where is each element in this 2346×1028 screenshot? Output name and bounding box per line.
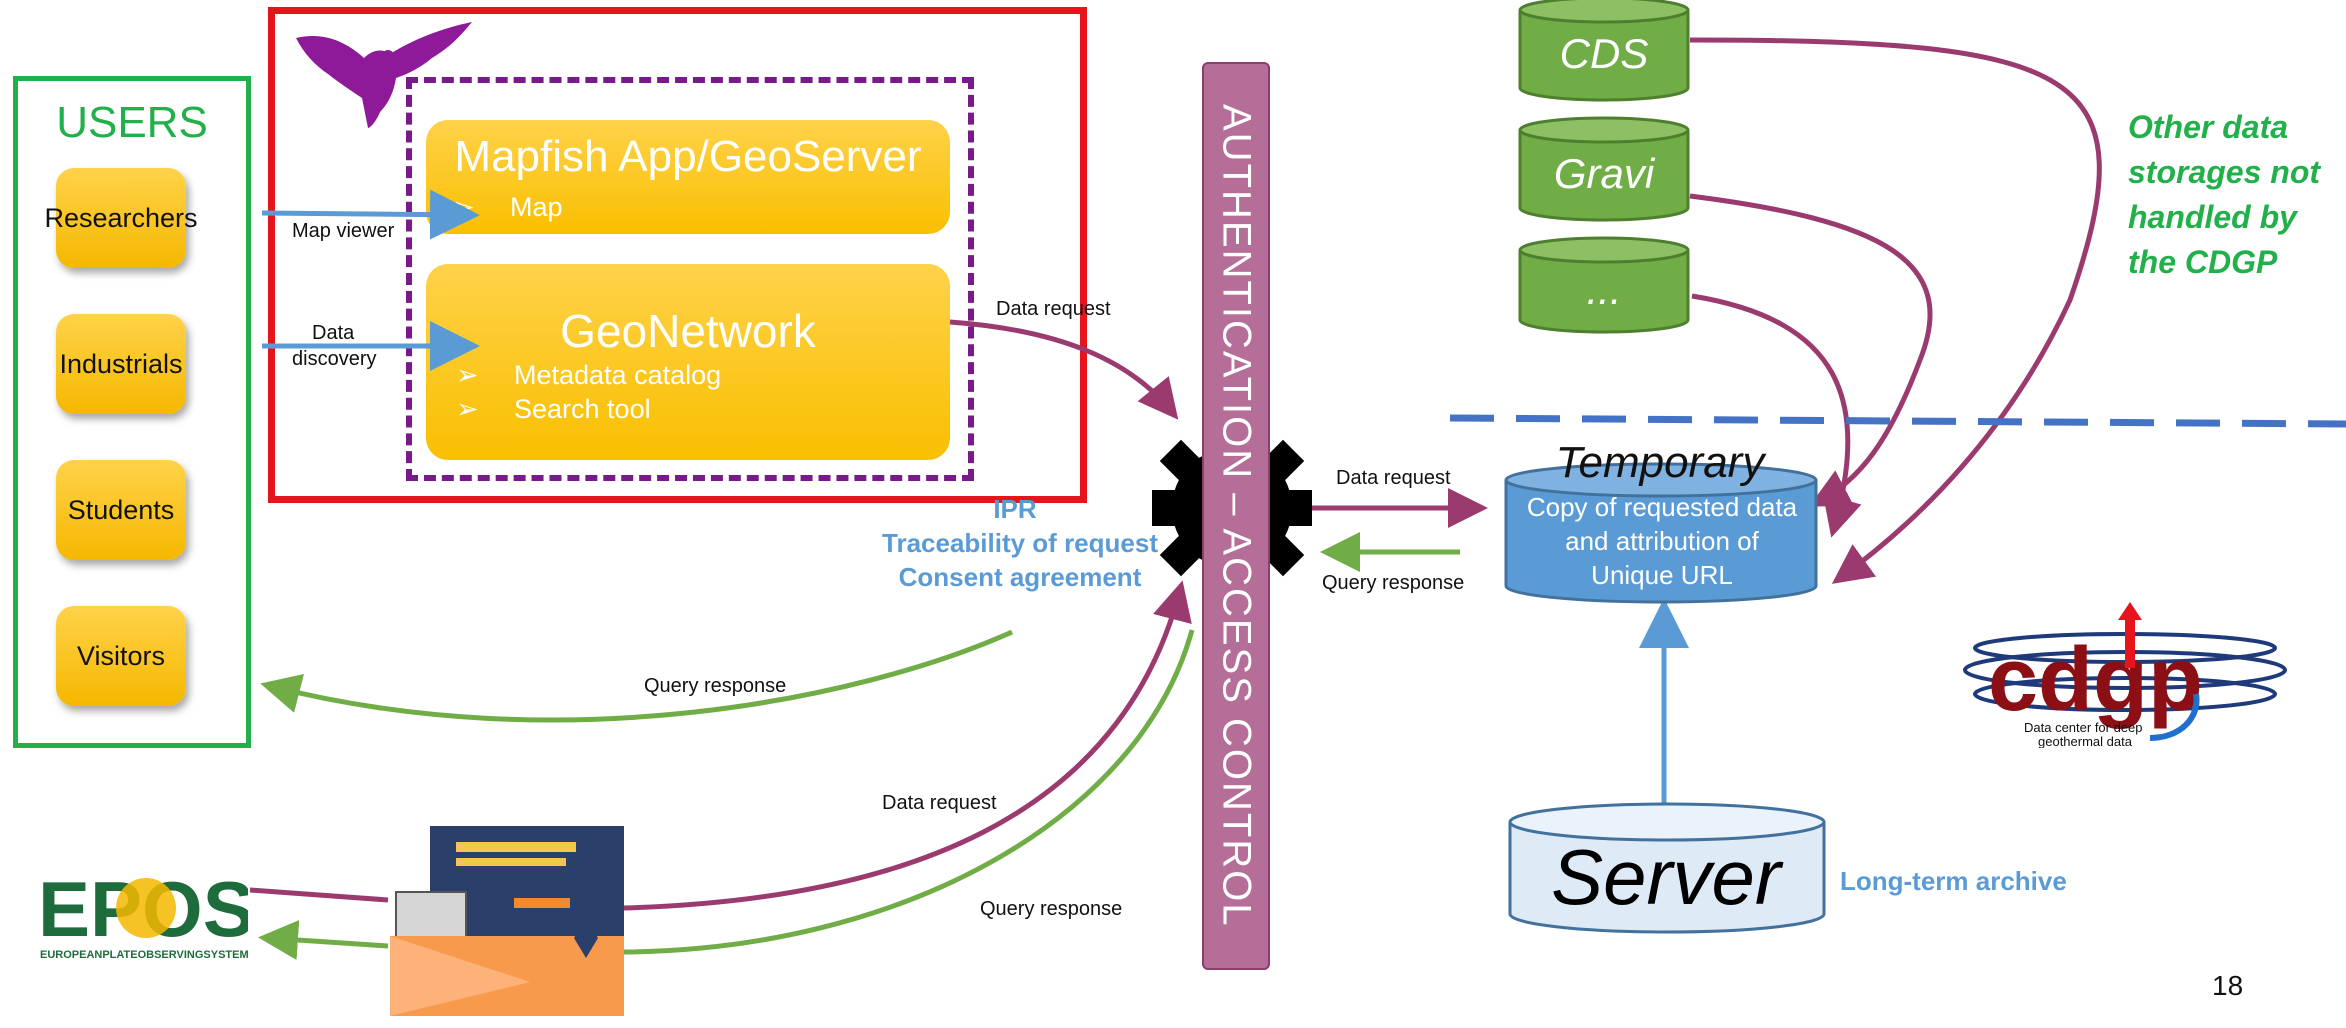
temporary-storage-icon: [1504, 462, 1818, 604]
temporary-title: Temporary: [1555, 438, 1765, 487]
server-title: Server: [1551, 833, 1781, 921]
data-request-label-2: Data request: [1336, 467, 1451, 489]
other-storages-note: Other data storages not handled by the C…: [2128, 105, 2338, 285]
users-title: USERS: [56, 98, 208, 147]
other-note-line: storages not: [2128, 154, 2321, 190]
mapfish-title: Mapfish App/GeoServer: [454, 132, 922, 181]
cdgp-boundary-line: [1449, 414, 2346, 428]
gravi-arrow: [1689, 193, 1933, 507]
data-discovery-label-1: Data: [312, 322, 355, 344]
mapfish-panel[interactable]: Mapfish App/GeoServer ➢ Map: [426, 120, 950, 234]
user-students[interactable]: Students: [56, 460, 186, 560]
other-storage-arrow: [1691, 293, 1862, 538]
portal-frame: [268, 7, 1087, 503]
mapfish-bullet-map: Map: [510, 192, 563, 222]
query-response-label-1: Query response: [1322, 572, 1465, 594]
auth-bar: [1202, 62, 1270, 970]
epos-subtitle: EUROPEANPLATEOBSERVINGSYSTEM: [40, 949, 248, 961]
user-industrials[interactable]: Industrials: [56, 314, 186, 414]
geonetwork-panel[interactable]: GeoNetwork ➢ Metadata catalog ➢ Search t…: [426, 264, 950, 460]
temporary-body-line: Unique URL: [1591, 560, 1733, 590]
geonetwork-title: GeoNetwork: [560, 305, 816, 357]
gravi-label: Gravi: [1553, 150, 1655, 197]
data-request-label-3: Data request: [882, 792, 997, 814]
query-response-arrow-users: [260, 629, 1014, 723]
vulture-logo-icon: [296, 22, 472, 128]
other-note-line: the CDGP: [2128, 244, 2278, 280]
auth-label: AUTHENTICATION – ACCESS CONTROL: [1214, 104, 1259, 928]
bullet-glyph: ➢: [456, 394, 479, 424]
ipr-label: IPR: [993, 494, 1037, 524]
portal-dashed-frame: [406, 77, 974, 481]
query-response-label-3: Query response: [980, 898, 1123, 920]
cdgp-logo-icon: cdgp Data center for deep geothermal dat…: [1963, 602, 2287, 748]
data-request-label-1: Data request: [996, 298, 1111, 320]
more-storage-label: ...: [1586, 266, 1622, 313]
query-response-arrow-epos: [623, 629, 1195, 955]
user-researchers[interactable]: Researchers: [44, 168, 198, 268]
geonetwork-bullet-search: Search tool: [514, 394, 651, 424]
temporary-body-line: Copy of requested data: [1526, 492, 1798, 522]
consent-label: Consent agreement: [898, 562, 1142, 592]
long-term-archive-label: Long-term archive: [1840, 866, 2067, 896]
epos-link-purple: [249, 887, 389, 903]
geonetwork-bullet-metadata: Metadata catalog: [514, 360, 722, 390]
map-viewer-label: Map viewer: [292, 220, 395, 242]
cds-label: CDS: [1559, 30, 1649, 77]
storage-cylinders: [1518, 0, 1690, 334]
cdgp-caption-1: Data center for deep: [2024, 720, 2143, 735]
epos-website-thumbnail[interactable]: [390, 802, 624, 1016]
cdgp-logo-text: cdgp: [1988, 630, 2203, 730]
temporary-body: Copy of requested data and attribution o…: [1512, 490, 1812, 592]
data-request-arrow-geonetwork: [949, 319, 1179, 420]
server-storage-icon: [1508, 802, 1826, 934]
traceability-label: Traceability of request: [882, 528, 1158, 558]
data-request-arrow-epos: [623, 580, 1192, 911]
cds-arrow: [1689, 37, 2102, 584]
epos-logo-icon: EPOS EUROPEANPLATEOBSERVINGSYSTEM: [38, 868, 248, 961]
data-discovery-label-2: discovery: [292, 348, 377, 370]
other-note-line: Other data: [2128, 109, 2289, 145]
cdgp-caption-2: geothermal data: [2038, 734, 2133, 748]
users-panel: [13, 76, 251, 748]
temporary-body-line: and attribution of: [1565, 526, 1759, 556]
other-note-line: handled by: [2128, 199, 2297, 235]
query-response-label-2: Query response: [644, 675, 787, 697]
epos-link-green: [258, 920, 389, 960]
page-number: 18: [2212, 970, 2244, 1001]
map-viewer-arrow: [261, 189, 480, 240]
user-visitors[interactable]: Visitors: [56, 606, 186, 706]
